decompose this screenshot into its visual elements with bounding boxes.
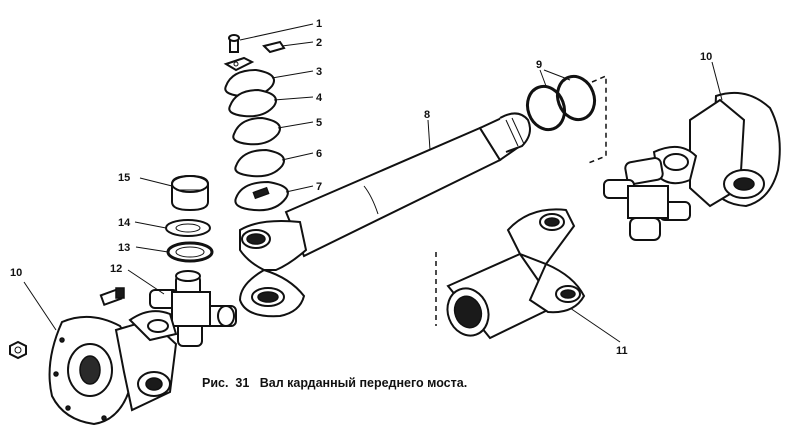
- label-part-6: 6: [316, 148, 322, 160]
- label-part-5: 5: [316, 117, 322, 129]
- lock-plate-part-2: [223, 40, 286, 72]
- figure-caption: Рис. 31 Вал карданный переднего моста.: [202, 376, 467, 390]
- bolt-left: [99, 287, 125, 307]
- label-part-10-right: 10: [700, 51, 712, 63]
- cross-part-12: [149, 270, 237, 347]
- slip-yoke-part-11: [446, 208, 586, 340]
- label-part-10-left: 10: [10, 267, 22, 279]
- seal-part-13: [166, 241, 214, 263]
- label-part-9: 9: [536, 59, 542, 71]
- leader-line-10-left: [23, 281, 57, 331]
- label-part-8: 8: [424, 109, 430, 121]
- label-part-7: 7: [316, 181, 322, 193]
- cap-part-15: [171, 174, 209, 212]
- rings-part-9: [525, 69, 597, 132]
- gasket-part-5: [232, 116, 281, 146]
- dashed-guide-right: [585, 74, 607, 165]
- bolt-part-1: [228, 34, 240, 53]
- nut-left: [9, 340, 27, 360]
- gasket-part-6: [234, 148, 285, 178]
- label-part-11: 11: [616, 345, 628, 357]
- flange-yoke-right-part-10: [652, 92, 781, 208]
- label-part-13: 13: [118, 242, 130, 254]
- label-part-3: 3: [316, 66, 322, 78]
- leader-line-12: [127, 269, 165, 295]
- cover-plate-part-3: [224, 68, 275, 98]
- leader-lines-top: [239, 23, 314, 193]
- gasket-part-4: [228, 88, 277, 118]
- leader-line-14: [134, 221, 167, 229]
- leader-line-11: [569, 307, 621, 343]
- flange-yoke-left-part-10: [48, 310, 178, 426]
- label-part-12: 12: [110, 263, 122, 275]
- label-part-15: 15: [118, 172, 130, 184]
- cross-right: [603, 156, 691, 241]
- label-part-1: 1: [316, 18, 322, 30]
- washer-part-14: [165, 219, 211, 237]
- label-part-14: 14: [118, 217, 131, 229]
- leader-line-8: [427, 119, 431, 151]
- leader-line-10-right: [711, 61, 723, 101]
- leader-line-13: [135, 246, 169, 253]
- label-part-4: 4: [316, 92, 323, 104]
- leader-line-15: [139, 177, 173, 187]
- label-part-2: 2: [316, 37, 322, 49]
- plate-part-7: [234, 180, 289, 212]
- shaft-part-8: [238, 112, 531, 318]
